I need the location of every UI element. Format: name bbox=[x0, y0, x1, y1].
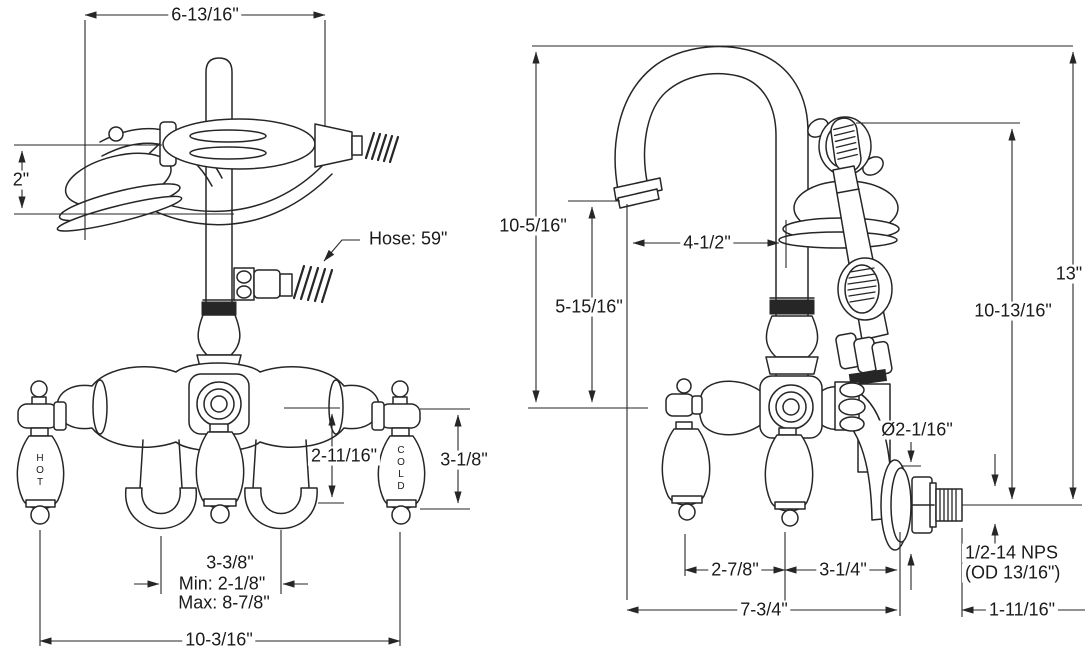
dim-flange-diameter-label: Ø2-1/16" bbox=[878, 420, 956, 440]
wall-flange-nipple bbox=[880, 459, 963, 551]
side-view-drawing bbox=[613, 45, 963, 551]
nipple-thread-spec-label: 1/2-14 NPS bbox=[962, 543, 1062, 563]
dim-handle-height-label: 3-1/8" bbox=[437, 450, 491, 470]
dim-overall-height-label: 13" bbox=[1052, 264, 1086, 284]
hose-coil-grip bbox=[364, 131, 400, 164]
dim-center-to-wall-label: 3-1/4" bbox=[816, 560, 870, 580]
dim-spout-top-height-label: 10-5/16" bbox=[496, 216, 570, 236]
mount-arm-right bbox=[244, 439, 318, 530]
dim-nipple-length-label: 1-11/16" bbox=[985, 600, 1059, 620]
side-handle-center bbox=[764, 427, 814, 527]
dim-overall-depth-label: 7-3/4" bbox=[737, 600, 791, 620]
hose-note-leader bbox=[323, 239, 360, 262]
nipple-threads bbox=[939, 488, 957, 522]
handshower-grip-front bbox=[159, 118, 400, 170]
riser-pipe-side bbox=[765, 297, 819, 375]
front-view-dimensions bbox=[14, 11, 470, 646]
side-handle-left bbox=[661, 378, 711, 521]
dim-overall-width-label: 10-3/16" bbox=[182, 630, 256, 650]
dim-flange-diameter-lines bbox=[901, 442, 921, 590]
dim-arm-min-label: Min: 2-1/8" bbox=[175, 574, 269, 594]
dim-arm-spacing-label: 3-3/8" bbox=[203, 553, 257, 573]
dim-body-drop-label: 2-11/16" bbox=[307, 446, 381, 466]
dim-sprayhead-height-label: 2" bbox=[9, 170, 33, 190]
mount-arm-left bbox=[125, 439, 197, 530]
dim-spout-outlet-height-label: 5-15/16" bbox=[552, 297, 626, 317]
dim-cradle-width-label: 6-13/16" bbox=[168, 5, 242, 25]
dim-arm-spacing-lines bbox=[134, 530, 308, 594]
front-view-drawing bbox=[16, 57, 426, 530]
diverter-boss-front bbox=[188, 373, 250, 435]
handshower-mid-knurl bbox=[847, 267, 877, 303]
handshower-grip-knurl bbox=[830, 117, 862, 173]
diverter-handle-front bbox=[195, 423, 245, 524]
dim-spout-reach-label: 4-1/2" bbox=[680, 233, 734, 253]
hose-coil-front bbox=[292, 264, 334, 304]
cold-handle bbox=[371, 380, 426, 525]
dim-handshower-height-label: 10-13/16" bbox=[971, 301, 1055, 321]
faucet-body-side bbox=[698, 375, 866, 439]
nipple-od-label: (OD 13/16") bbox=[962, 563, 1064, 583]
hot-handle-label: HOT bbox=[34, 453, 46, 489]
hot-handle bbox=[16, 380, 67, 525]
dim-arm-max-label: Max: 8-7/8" bbox=[175, 593, 273, 613]
hose-connection-front bbox=[233, 264, 334, 304]
cold-handle-label: COLD bbox=[395, 445, 407, 493]
hose-length-label: Hose: 59" bbox=[366, 229, 451, 249]
dim-handle-spacing-label: 2-7/8" bbox=[708, 560, 762, 580]
